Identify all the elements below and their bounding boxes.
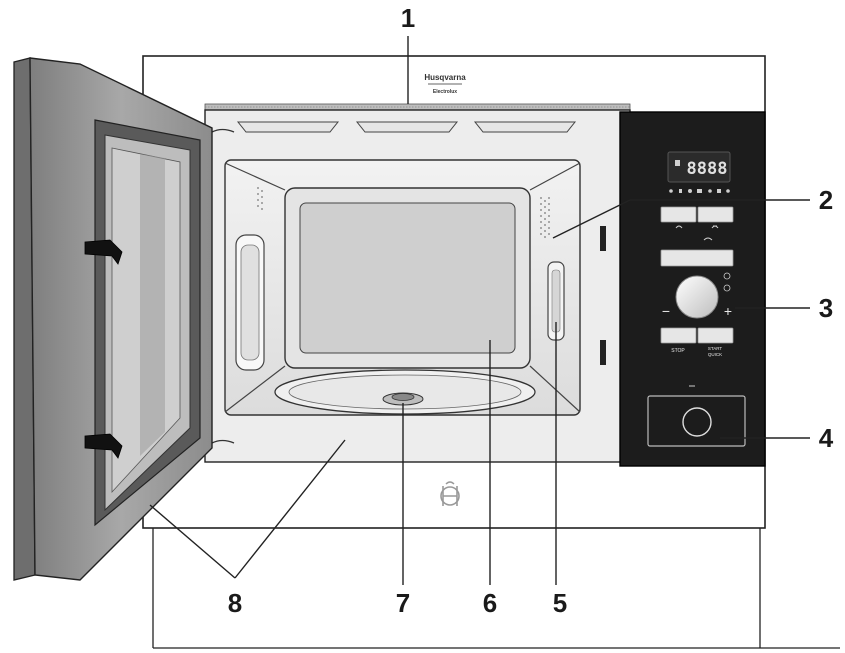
grill-icon — [711, 225, 719, 229]
turntable — [274, 369, 536, 415]
callout-6: 6 — [483, 588, 497, 618]
plus-label: + — [724, 303, 732, 319]
leader-8a — [149, 504, 236, 579]
leader-8b — [234, 439, 346, 579]
frame-slots — [600, 226, 606, 365]
right-wall-vents — [540, 197, 550, 238]
weight-icon — [723, 284, 731, 292]
callout-8: 8 — [228, 588, 242, 618]
base-outline — [152, 528, 840, 649]
clock-icon — [723, 272, 731, 280]
door-latch-top — [84, 239, 123, 265]
display: 8888 — [667, 151, 731, 193]
control-panel: 8888 − + STOP START — [619, 111, 766, 467]
callout-4: 4 — [819, 423, 834, 453]
top-grille — [204, 103, 631, 111]
display-digits: 8888 — [687, 159, 728, 179]
start-quick-button[interactable] — [697, 327, 734, 344]
function-icons-row — [669, 189, 730, 193]
door-latch-bottom — [84, 433, 123, 459]
microwave-icon — [675, 225, 683, 229]
frame-hinges — [211, 128, 235, 444]
defrost-icon — [703, 237, 713, 241]
callout-3: 3 — [819, 293, 833, 323]
brand-line2: Electrolux — [433, 89, 457, 95]
brand-emblem-icon — [440, 481, 460, 506]
oven-door — [13, 57, 213, 581]
door-open-button[interactable] — [682, 407, 712, 437]
callout-1: 1 — [401, 3, 415, 33]
stop-label: STOP — [671, 348, 685, 354]
start-label: START — [708, 346, 723, 351]
left-wall-vents — [257, 187, 263, 210]
callout-2: 2 — [819, 185, 833, 215]
grill-button[interactable] — [697, 206, 734, 223]
callout-5: 5 — [553, 588, 567, 618]
brand-line1: Husqvarna — [424, 73, 466, 82]
leader-2a — [552, 199, 631, 239]
cavity-interior — [224, 159, 581, 416]
auto-menu-button[interactable] — [660, 249, 734, 267]
stop-button[interactable] — [660, 327, 697, 344]
microwave-button[interactable] — [660, 206, 697, 223]
control-knob[interactable] — [675, 275, 719, 319]
callout-7: 7 — [396, 588, 410, 618]
minus-label: − — [662, 303, 670, 319]
callout-labels: 1 2 3 4 5 6 7 8 — [228, 3, 834, 618]
quick-label: QUICK — [708, 352, 722, 357]
brand-logo: Husqvarna Electrolux — [424, 73, 466, 95]
leader-lines — [149, 36, 810, 585]
